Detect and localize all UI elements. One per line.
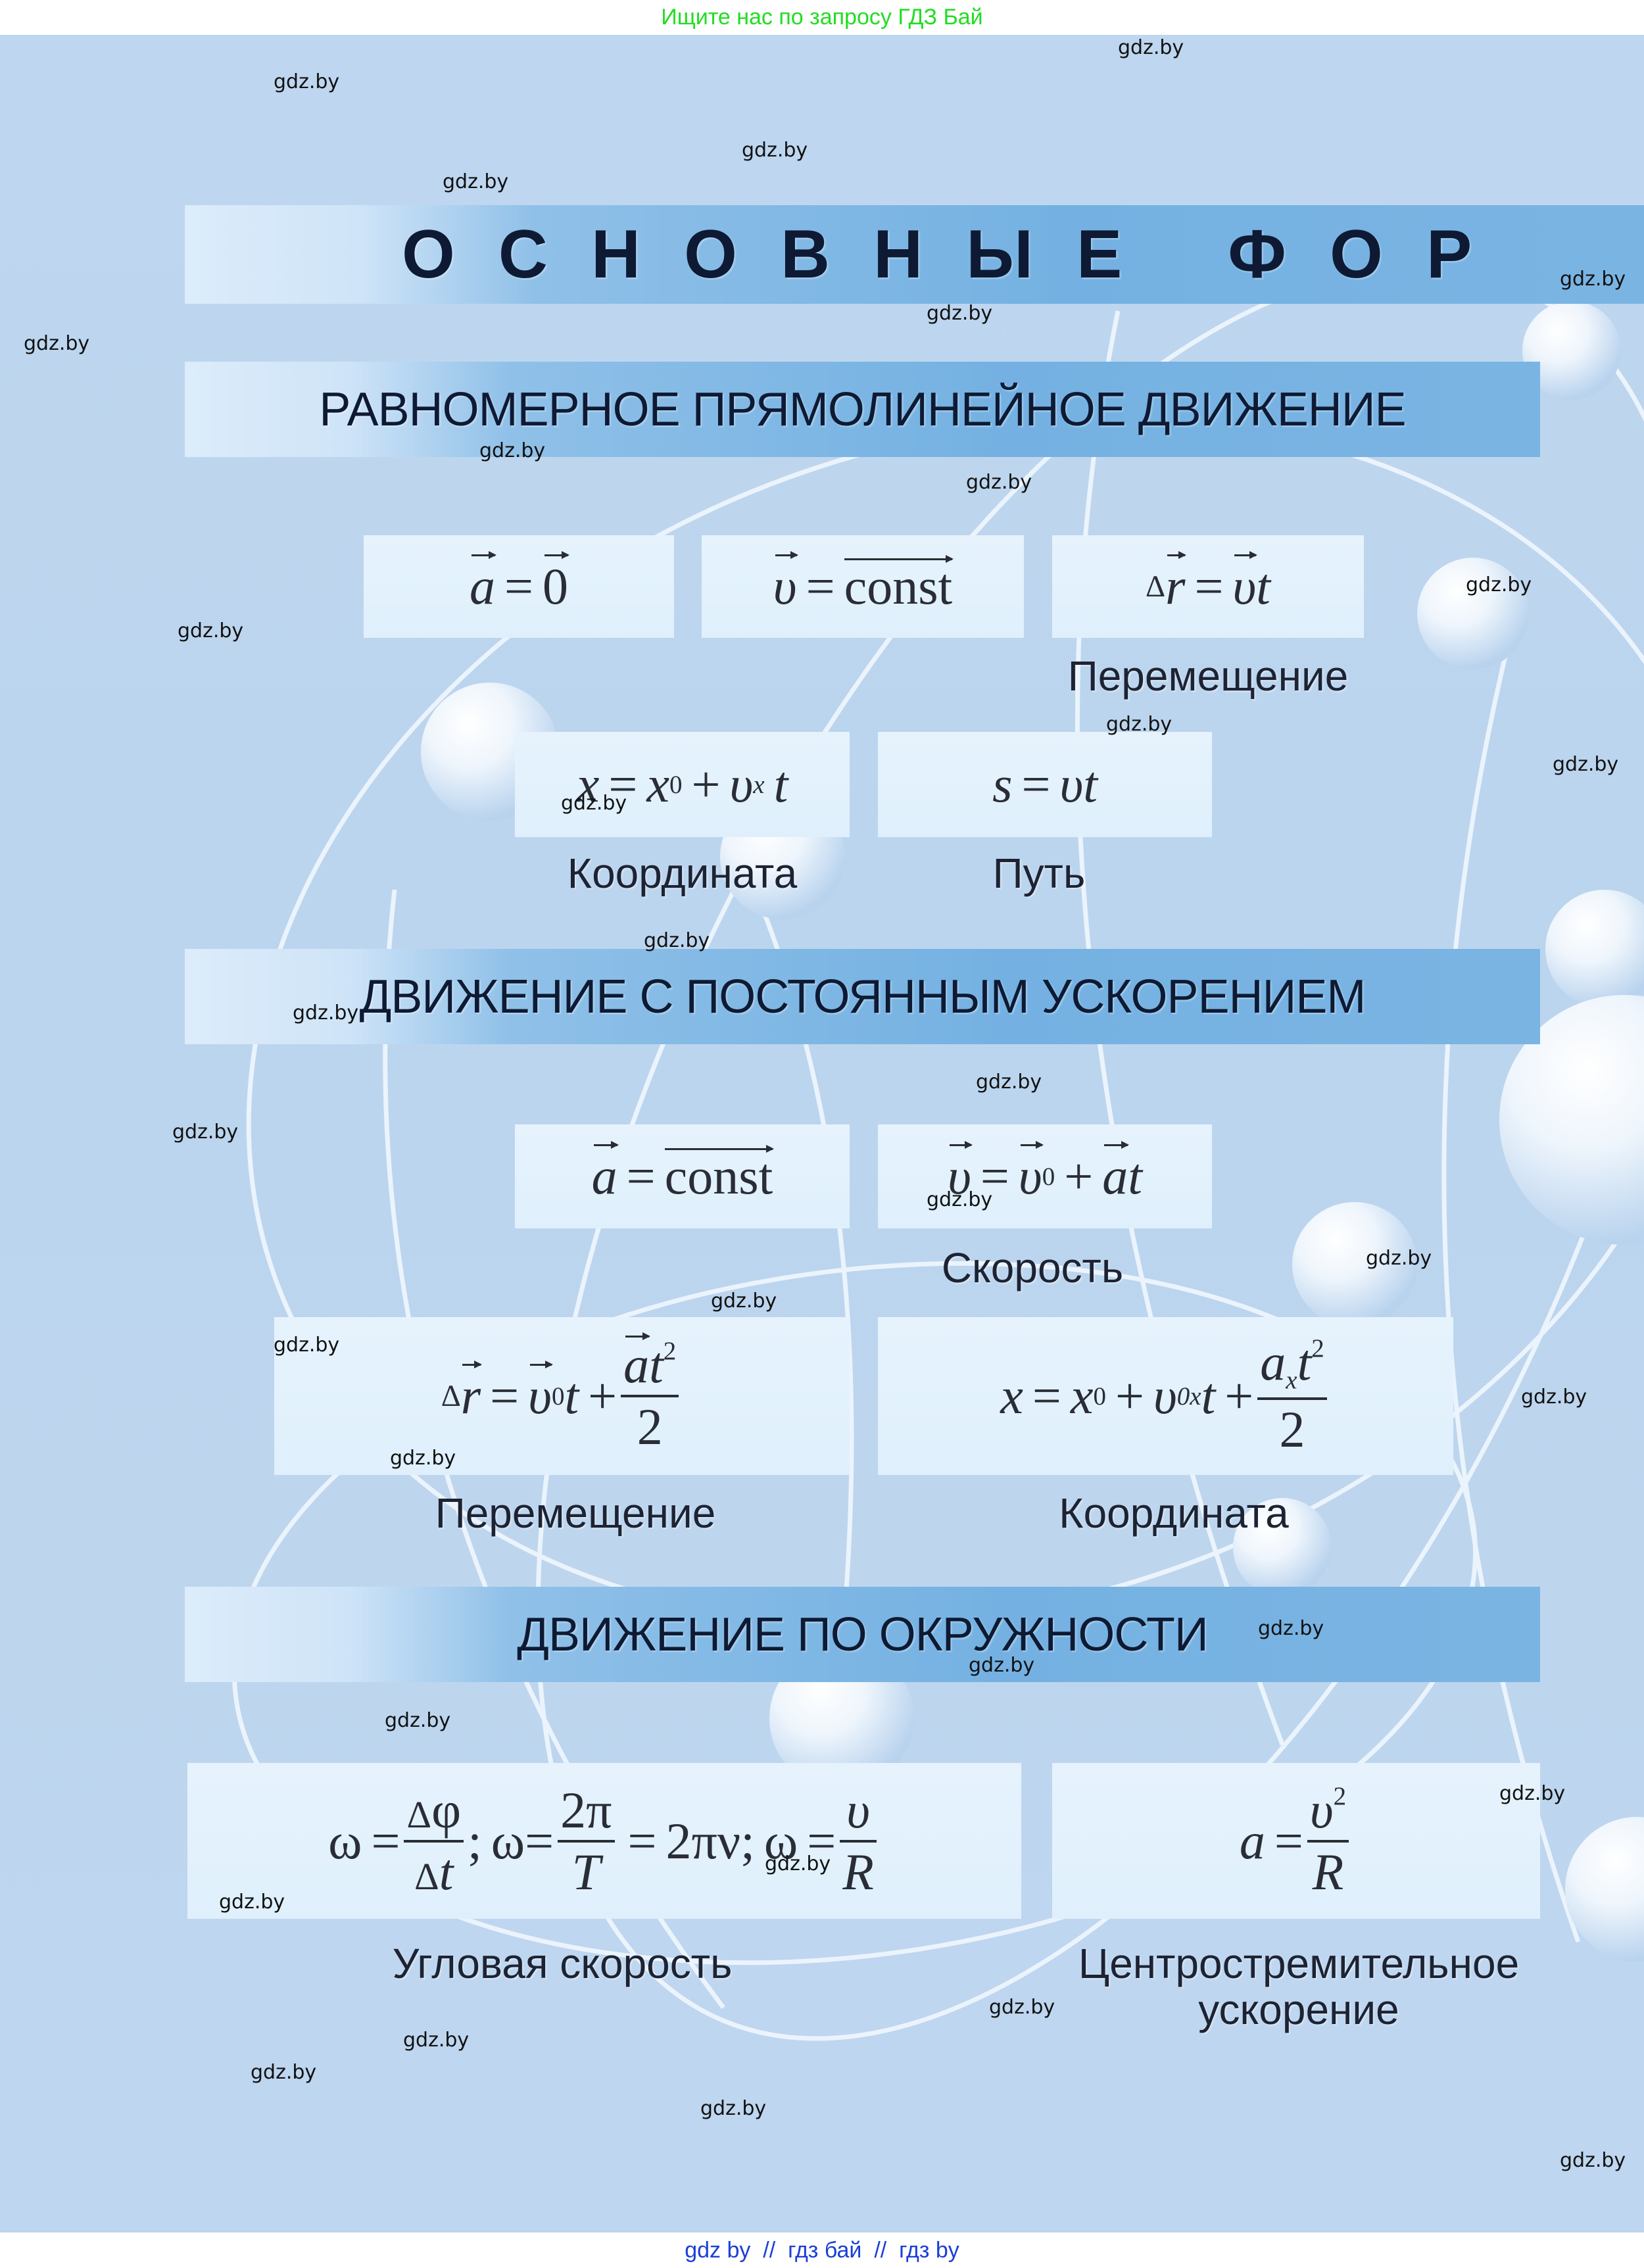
section-heading-uniform-motion: РАВНОМЕРНОЕ ПРЯМОЛИНЕЙНОЕ ДВИЖЕНИЕ [185,362,1540,457]
watermark-text: gdz.by [274,70,340,93]
formula-box-acceleration-const: a=const [515,1124,850,1228]
watermark-text: gdz.by [443,170,509,193]
formula: a=0 [470,551,569,615]
sphere-decoration [1565,1817,1644,1962]
watermark-text: gdz.by [711,1290,777,1313]
formula-label-centripetal-acceleration: Центростремительное ускорение [1078,1940,1520,2034]
watermark-text: gdz.by [403,2029,470,2052]
watermark-text: gdz.by [24,332,90,355]
watermark-text: gdz.by [1258,1617,1324,1640]
section-heading-constant-acceleration: ДВИЖЕНИЕ С ПОСТОЯННЫМ УСКОРЕНИЕМ [185,949,1540,1044]
watermark-text: gdz.by [293,1001,359,1025]
watermark-text: gdz.by [251,2061,317,2084]
poster-title-band: ОСНОВНЫЕ ФОР [185,205,1644,304]
formula-label-displacement-accel: Перемещение [435,1489,716,1537]
formula-label-velocity: Скорость [941,1244,1124,1291]
watermark-text: gdz.by [1553,753,1619,776]
top-banner-text: Ищите нас по запросу ГДЗ Бай [661,5,983,30]
watermark-text: gdz.by [700,2097,767,2120]
watermark-text: gdz.by [219,1891,285,1914]
formula-box-acceleration-zero: a=0 [364,535,674,638]
section-heading-text: РАВНОМЕРНОЕ ПРЯМОЛИНЕЙНОЕ ДВИЖЕНИЕ [319,383,1406,436]
watermark-text: gdz.by [1521,1386,1587,1409]
section-heading-circular-motion: ДВИЖЕНИЕ ПО ОКРУЖНОСТИ [185,1587,1540,1682]
bottom-site-banner: gdz by // гдз бай // гдз by [0,2232,1644,2268]
watermark-text: gdz.by [1466,573,1532,596]
watermark-text: gdz.by [976,1071,1042,1094]
watermark-text: gdz.by [561,792,627,815]
formula-label-path: Путь [992,850,1086,897]
watermark-text: gdz.by [1366,1247,1432,1270]
watermark-text: gdz.by [178,619,244,642]
formula-poster: ОСНОВНЫЕ ФОР РАВНОМЕРНОЕ ПРЯМОЛИНЕЙНОЕ Д… [0,35,1644,2232]
formula-label-coordinate: Координата [567,850,798,897]
top-search-banner: Ищите нас по запросу ГДЗ Бай [0,0,1644,35]
watermark-text: gdz.by [644,929,710,952]
watermark-text: gdz.by [1106,713,1173,736]
watermark-text: gdz.by [274,1334,340,1357]
watermark-text: gdz.by [385,1709,451,1732]
section-heading-text: ДВИЖЕНИЕ ПО ОКРУЖНОСТИ [517,1608,1209,1661]
watermark-text: gdz.by [1560,2149,1626,2172]
formula: υ=const [773,551,954,615]
watermark-text: gdz.by [390,1447,456,1470]
watermark-text: gdz.by [1118,36,1184,59]
section-heading-text: ДВИЖЕНИЕ С ПОСТОЯННЫМ УСКОРЕНИЕМ [359,970,1366,1023]
watermark-text: gdz.by [927,302,993,325]
formula-label-coordinate-accel: Координата [1059,1489,1289,1537]
watermark-text: gdz.by [1560,268,1626,291]
watermark-text: gdz.by [742,139,808,162]
formula-label-angular-velocity: Угловая скорость [392,1940,733,1987]
watermark-text: gdz.by [969,1654,1035,1677]
watermark-text: gdz.by [1499,1782,1566,1805]
watermark-text: gdz.by [172,1121,239,1144]
watermark-text: gdz.by [989,1996,1055,2019]
poster-title: ОСНОВНЫЕ ФОР [402,216,1516,293]
watermark-text: gdz.by [927,1188,993,1211]
formula-label-displacement: Перемещение [1067,652,1349,700]
bottom-banner-links[interactable]: gdz by // гдз бай // гдз by [685,2237,959,2263]
watermark-text: gdz.by [765,1852,831,1875]
sphere-decoration [1545,890,1644,1008]
watermark-text: gdz.by [479,439,546,462]
watermark-text: gdz.by [966,471,1032,494]
formula-box-velocity-const: υ=const [702,535,1024,638]
formula: a=const [591,1141,774,1205]
